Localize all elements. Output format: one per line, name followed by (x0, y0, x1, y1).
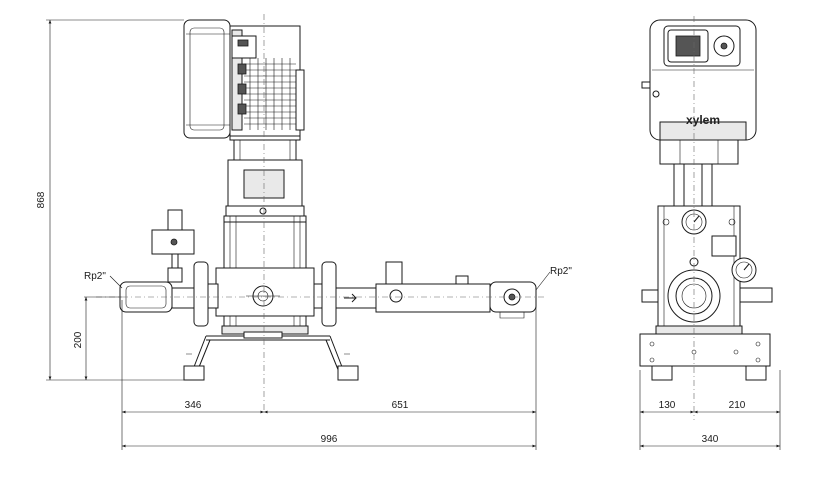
side-pump-body (641, 205, 773, 335)
dim-height-inlet: 200 (73, 331, 84, 348)
dim-height-total: 868 (36, 191, 47, 208)
cooling-fins (244, 58, 296, 130)
inlet-thread-label: Rp2" (84, 271, 106, 282)
side-drive-unit: xylem (641, 19, 757, 141)
inlet-assembly (119, 209, 219, 327)
dim-side-width: 340 (702, 434, 719, 445)
dim-axis-to-outlet: 651 (392, 400, 409, 411)
outlet-thread-label: Rp2" (550, 266, 572, 277)
side-base (639, 333, 771, 381)
pump-stack (215, 215, 315, 335)
outlet-assembly (313, 261, 537, 327)
side-lantern (659, 139, 739, 215)
base-frame (183, 331, 359, 381)
motor-drive-unit (183, 19, 305, 141)
side-view: xylem (639, 16, 781, 450)
dim-side-left: 130 (659, 400, 676, 411)
motor-lantern (225, 139, 305, 217)
dim-total-length: 996 (321, 434, 338, 445)
dim-side-right: 210 (729, 400, 746, 411)
xylem-logo: xylem (686, 113, 720, 127)
dim-inlet-to-axis: 346 (185, 400, 202, 411)
front-view: 868 200 346 651 996 Rp2" Rp2" (36, 14, 572, 450)
